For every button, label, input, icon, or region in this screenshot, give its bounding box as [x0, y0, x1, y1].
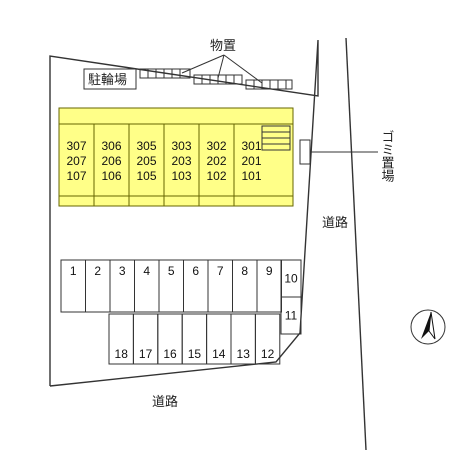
- room-number: 103: [171, 169, 191, 183]
- parking-number: 14: [212, 347, 226, 361]
- bicycle-parking-box: [83, 68, 137, 90]
- garbage-station-box: [299, 139, 311, 165]
- parking-number: 2: [94, 264, 101, 278]
- parking-number: 5: [168, 264, 175, 278]
- room-number: 106: [101, 169, 121, 183]
- east-road-edge: [345, 37, 367, 450]
- room-number: 306: [101, 139, 121, 153]
- room-number: 105: [136, 169, 156, 183]
- room-number: 301: [241, 139, 261, 153]
- road-label-south: 道路: [152, 394, 178, 410]
- parking-space: [254, 313, 281, 365]
- room-number: 205: [136, 154, 156, 168]
- parking-number: 15: [188, 347, 202, 361]
- bicycle-parking-label: 駐輪場: [88, 72, 127, 88]
- room-number: 107: [66, 169, 86, 183]
- room-number: 102: [206, 169, 226, 183]
- road-label-east: 道路: [322, 215, 348, 231]
- parking-number: 10: [284, 272, 298, 286]
- room-number: 207: [66, 154, 86, 168]
- room-number: 302: [206, 139, 226, 153]
- storage-sheds: [139, 68, 293, 90]
- room-number: 202: [206, 154, 226, 168]
- parking-number: 8: [241, 264, 248, 278]
- parking-number: 16: [163, 347, 177, 361]
- parking-number: 13: [237, 347, 251, 361]
- parking-number: 12: [261, 347, 275, 361]
- room-number: 305: [136, 139, 156, 153]
- parking-number: 3: [119, 264, 126, 278]
- room-number: 101: [241, 169, 261, 183]
- parking-number: 18: [115, 347, 129, 361]
- storage-leader-2: [217, 54, 225, 79]
- parking-space: [280, 296, 302, 335]
- parking-number: 7: [217, 264, 224, 278]
- room-number: 201: [241, 154, 261, 168]
- garbage-label: ゴミ置場: [379, 130, 395, 182]
- room-number: 303: [171, 139, 191, 153]
- storage-leader-3: [223, 54, 263, 84]
- parking-number: 4: [143, 264, 150, 278]
- parking-number: 17: [139, 347, 153, 361]
- room-number: 307: [66, 139, 86, 153]
- parking-number: 11: [285, 309, 298, 323]
- north-arrow-icon: [410, 309, 446, 345]
- room-number: 206: [101, 154, 121, 168]
- unit-columns: 3072071073062061063052051053032031033022…: [66, 124, 262, 206]
- parking-number: 1: [70, 264, 77, 278]
- stairs: [261, 125, 291, 151]
- room-number: 203: [171, 154, 191, 168]
- storage-label: 物置: [210, 39, 236, 54]
- parking-number: 6: [192, 264, 199, 278]
- storage-leader-1: [181, 54, 225, 74]
- site-boundary: [49, 39, 319, 387]
- parking-number: 9: [266, 264, 273, 278]
